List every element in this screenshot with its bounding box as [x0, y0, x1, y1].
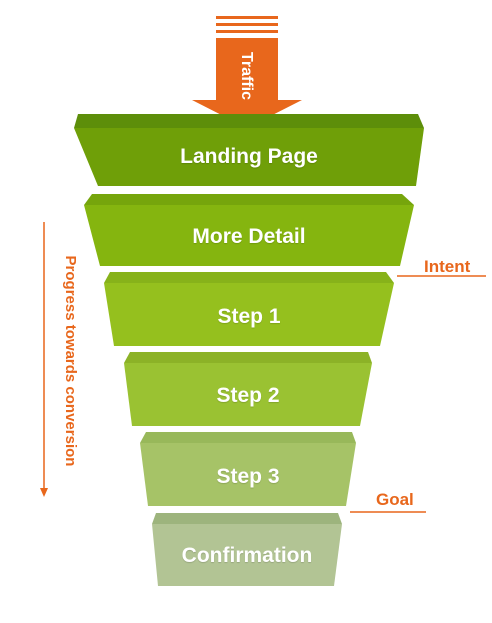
traffic-arrow — [192, 16, 302, 128]
funnel-stage-1 — [74, 114, 424, 186]
funnel-stage-2 — [84, 194, 414, 266]
funnel-stage-label: More Detail — [192, 225, 306, 248]
funnel-stage-top-face — [124, 352, 372, 363]
funnel-stage-top-face — [84, 194, 414, 205]
funnel-stage-3 — [104, 272, 394, 346]
funnel-stage-label: Step 2 — [216, 384, 280, 407]
traffic-label: Traffic — [238, 51, 255, 100]
progress-arrow — [40, 222, 48, 497]
funnel-stage-top-face — [152, 513, 342, 524]
funnel-stage-front-face — [140, 443, 356, 506]
funnel-stage-top-face — [74, 114, 424, 128]
funnel-stage-front-face — [84, 205, 414, 266]
funnel-stage-front-face — [152, 524, 342, 586]
funnel-stage-front-face — [104, 283, 394, 346]
funnel-stage-4 — [124, 352, 372, 426]
progress-label: Progress towards conversion — [62, 255, 79, 467]
intent-label: Intent — [424, 257, 471, 276]
funnel-stage-top-face — [104, 272, 394, 283]
goal-label: Goal — [376, 490, 414, 509]
funnel-stage-label: Step 3 — [216, 465, 280, 488]
funnel-stage-label: Confirmation — [181, 544, 313, 567]
funnel-stage-label: Step 1 — [217, 305, 281, 328]
funnel-stage-top-face — [140, 432, 356, 443]
funnel-stage-front-face — [74, 128, 424, 186]
funnel-stage-6 — [152, 513, 342, 586]
funnel-stage-5 — [140, 432, 356, 506]
funnel-stage-label: Landing Page — [180, 145, 318, 168]
funnel-stage-front-face — [124, 363, 372, 426]
funnel-stages — [74, 114, 424, 586]
